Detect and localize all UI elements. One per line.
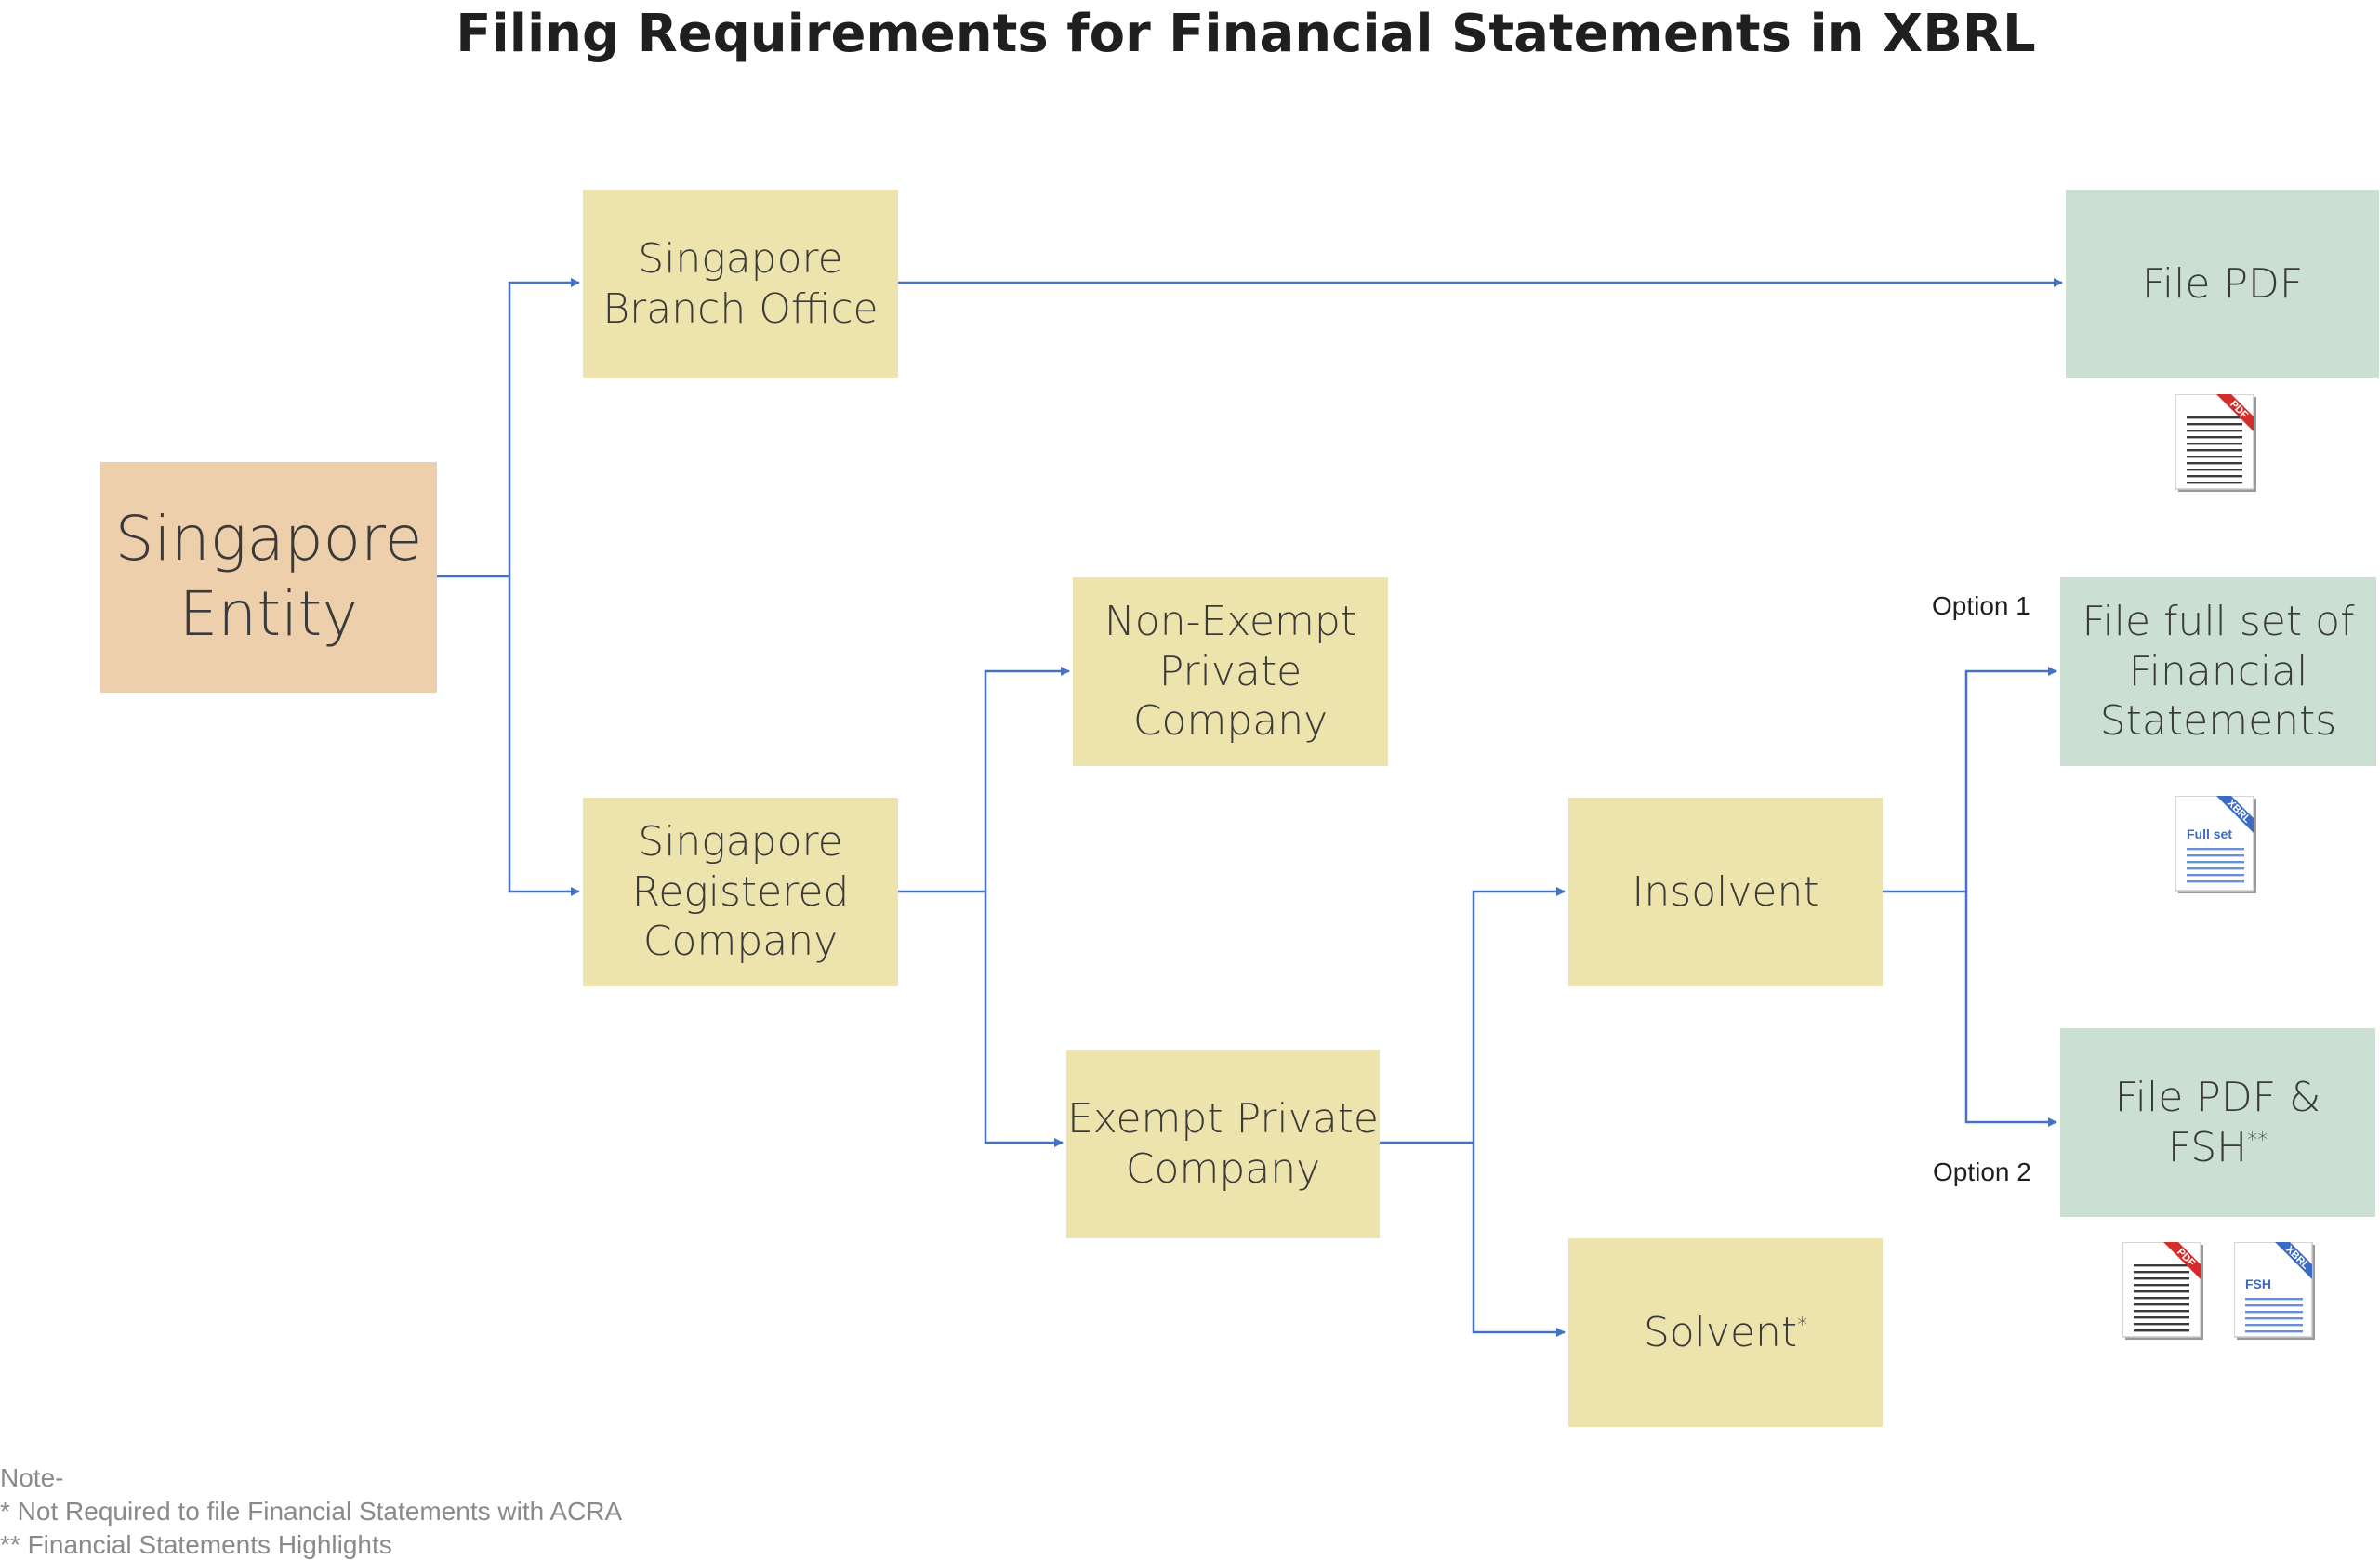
non-exempt-company-box: Non-Exempt Private Company xyxy=(1073,577,1388,766)
file-full-set-box: File full set of Financial Statements xyxy=(2060,577,2376,766)
non-exempt-company-label: Non-Exempt Private Company xyxy=(1104,597,1357,746)
note-line-1: * Not Required to file Financial Stateme… xyxy=(0,1497,623,1526)
file-pdf-fsh-label: File PDF & FSH xyxy=(2114,1073,2321,1171)
fsh-footnote-mark: ** xyxy=(2247,1128,2268,1152)
file-pdf-box: File PDF xyxy=(2066,190,2379,378)
singapore-entity-box: Singapore Entity xyxy=(100,462,437,693)
connector-exempt-to-solvent xyxy=(1472,1143,1566,1337)
full-set-label: Full set xyxy=(2187,826,2232,841)
pdf-document-icon: PDF xyxy=(2175,394,2256,492)
note-heading: Note- xyxy=(0,1463,64,1492)
connector-entity-to-registered xyxy=(508,576,580,896)
connector-registered-to-exempt xyxy=(984,892,1064,1147)
xbrl-full-set-icon: Full set XBRL xyxy=(2175,796,2256,893)
connector-exempt-to-insolvent xyxy=(1472,887,1566,1143)
file-pdf-label: File PDF xyxy=(2141,259,2304,308)
file-pdf-fsh-box: File PDF & FSH** xyxy=(2060,1028,2375,1217)
solvent-label: Solvent xyxy=(1643,1308,1798,1356)
connector-insolvent-to-option1 xyxy=(1964,667,2057,892)
exempt-company-label: Exempt Private Company xyxy=(1067,1094,1379,1193)
pdf-document-icon-bottom: PDF xyxy=(2122,1242,2203,1340)
connector-registered-to-nonexempt xyxy=(984,667,1070,892)
connector-entity-to-branch xyxy=(508,278,580,576)
solvent-footnote-mark: * xyxy=(1797,1314,1808,1337)
insolvent-box: Insolvent xyxy=(1568,798,1883,986)
option-1-label: Option 1 xyxy=(1932,591,2030,620)
solvent-box: Solvent* xyxy=(1568,1238,1883,1427)
branch-office-label: Singapore Branch Office xyxy=(602,234,879,333)
fsh-label: FSH xyxy=(2245,1276,2271,1291)
registered-company-box: Singapore Registered Company xyxy=(583,798,898,986)
connector-insolvent-to-option2 xyxy=(1964,892,2057,1127)
branch-office-box: Singapore Branch Office xyxy=(583,190,898,378)
option-2-label: Option 2 xyxy=(1933,1157,2031,1186)
note-line-2: ** Financial Statements Highlights xyxy=(0,1530,392,1559)
xbrl-fsh-icon: FSH XBRL xyxy=(2234,1242,2315,1340)
file-full-set-label: File full set of Financial Statements xyxy=(2082,597,2355,746)
exempt-company-box: Exempt Private Company xyxy=(1066,1050,1380,1238)
insolvent-label: Insolvent xyxy=(1632,867,1819,916)
registered-company-label: Singapore Registered Company xyxy=(631,817,850,966)
singapore-entity-label: Singapore Entity xyxy=(114,503,423,650)
page-title: Filing Requirements for Financial Statem… xyxy=(456,4,2036,64)
